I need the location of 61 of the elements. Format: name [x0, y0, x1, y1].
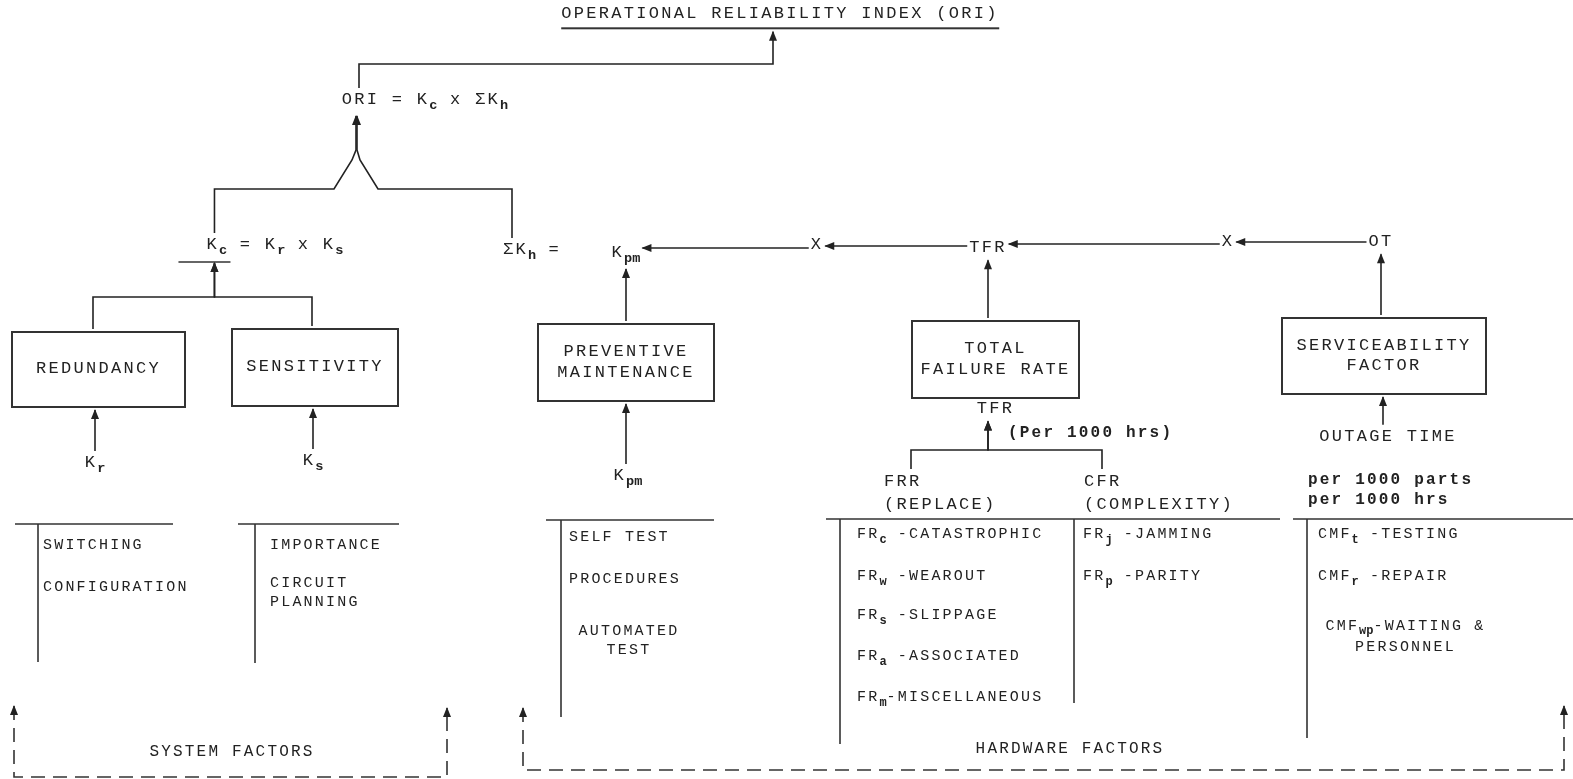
note-text: per 1000 parts per 1000 hrs — [1308, 470, 1475, 510]
arrow — [1377, 253, 1385, 316]
formula-text: K$_{pm}$ — [611, 242, 641, 268]
arrow — [984, 420, 1103, 470]
arrow — [353, 115, 513, 239]
process-box — [11, 331, 186, 408]
box-label: TOTAL FAILURE RATE — [919, 339, 1072, 380]
arrow — [1235, 238, 1368, 246]
formula-text: K$_{pm}$ — [613, 465, 643, 491]
list-item: IMPORTANCE — [270, 536, 382, 556]
list-item: SWITCHING — [43, 536, 144, 556]
process-box — [231, 328, 399, 407]
formula-text: FRR (REPLACE) — [884, 471, 1014, 517]
list-item: FR$_{c}$ -CATASTROPHIC — [857, 526, 1044, 548]
formula-text: K$_{r}$ — [84, 452, 106, 478]
box-label: SENSITIVITY — [245, 357, 385, 378]
formula-text: OT — [1368, 231, 1394, 253]
formula-text: K$_{c}$ = K$_{r}$ x K$_{s}$ — [206, 234, 344, 260]
list-item: CONFIGURATION — [43, 578, 189, 598]
formula-text: TFR — [969, 237, 1007, 259]
arrow — [1379, 396, 1387, 426]
arrow — [91, 409, 99, 452]
process-box — [1281, 317, 1487, 395]
box-label: SERVICEABILITY FACTOR — [1295, 335, 1473, 377]
list-item: FR$_{w}$ -WEAROUT — [857, 568, 988, 590]
formula-text: ΣK$_{h}$ = — [502, 239, 562, 265]
formula-text: ORI = K$_{c}$ x ΣK$_{h}$ — [341, 89, 509, 115]
group-label: HARDWARE FACTORS — [975, 739, 1165, 759]
arrow — [641, 244, 810, 252]
box-label: PREVENTIVE MAINTENANCE — [556, 342, 696, 383]
formula-text: K$_{s}$ — [302, 450, 324, 476]
arrow — [1007, 240, 1221, 248]
formula-text: OUTAGE TIME — [1319, 426, 1457, 448]
list-item: FR$_{s}$ -SLIPPAGE — [857, 607, 999, 629]
list-item: CIRCUIT PLANNING — [270, 575, 361, 613]
box-label: REDUNDANCY — [35, 359, 162, 380]
list-item: PROCEDURES — [569, 570, 681, 590]
formula-text: CFR (COMPLEXITY) — [1084, 471, 1254, 517]
list-item: CMF$_{t}$ -TESTING — [1318, 526, 1460, 548]
arrow — [622, 403, 630, 465]
arrow — [824, 242, 969, 250]
list-item: SELF TEST — [569, 528, 670, 548]
heading-text: OPERATIONAL RELIABILITY INDEX (ORI) — [561, 4, 999, 30]
formula-text: X — [1221, 231, 1235, 253]
arrow — [210, 262, 313, 327]
list-item: FR$_{p}$ -PARITY — [1083, 568, 1203, 590]
beside-label: TFR — [976, 399, 1015, 420]
arrow — [984, 259, 992, 319]
process-box — [537, 323, 715, 402]
list-item: CMF$_{r}$ -REPAIR — [1318, 568, 1449, 590]
formula-text: X — [810, 234, 824, 256]
list-item: FR$_{a}$ -ASSOCIATED — [857, 648, 1022, 670]
arrow — [358, 30, 777, 89]
arrow — [622, 268, 630, 322]
arrow — [309, 408, 317, 450]
note-text: (Per 1000 hrs) — [1008, 423, 1174, 443]
group-label: SYSTEM FACTORS — [149, 742, 315, 762]
list-item: CMF$_{wp}$-WAITING & PERSONNEL — [1324, 618, 1487, 658]
list-item: FR$_{j}$ -JAMMING — [1083, 526, 1214, 548]
list-item: AUTOMATED TEST — [577, 623, 681, 661]
list-item: FR$_{m}$-MISCELLANEOUS — [857, 689, 1044, 711]
